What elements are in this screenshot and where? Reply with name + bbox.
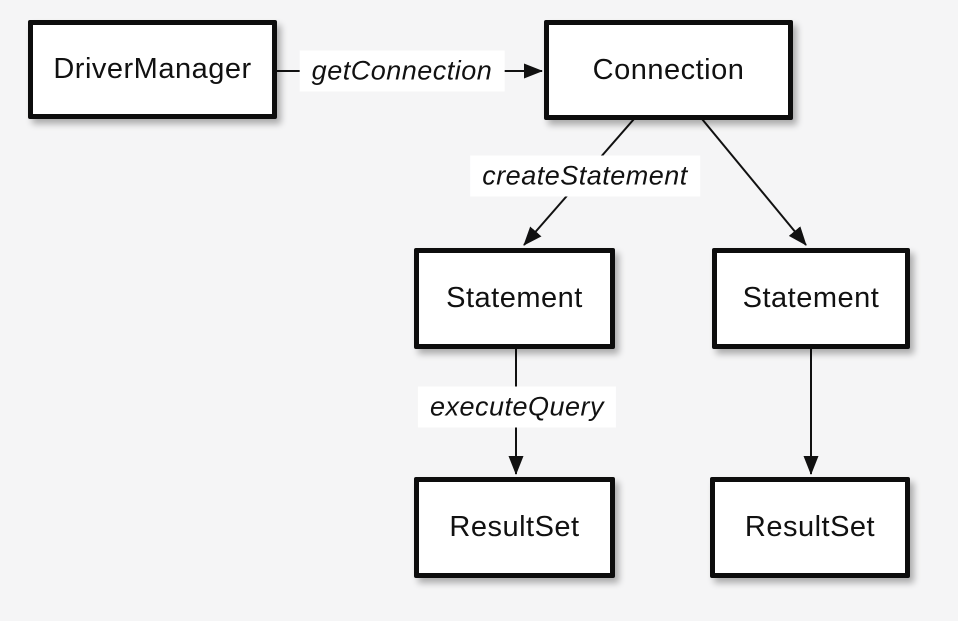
node-resultset-left-label: ResultSet (449, 511, 580, 543)
edge-connection-statement-right-line (701, 118, 807, 246)
node-statement-right-label: Statement (742, 282, 880, 314)
edge-label-getconnection: getConnection (299, 50, 505, 92)
node-connection-label: Connection (592, 53, 745, 86)
node-drivermanager-label: DriverManager (53, 53, 252, 85)
node-drivermanager: DriverManager (28, 20, 277, 119)
edge-label-executequery: executeQuery (417, 386, 617, 428)
node-statement-right: Statement (712, 248, 910, 349)
node-statement-left-label: Statement (446, 282, 583, 314)
node-connection: Connection (544, 20, 793, 120)
node-resultset-right: ResultSet (710, 477, 910, 578)
node-resultset-right-label: ResultSet (744, 511, 876, 543)
node-resultset-left: ResultSet (414, 477, 615, 578)
edge-label-createstatement: createStatement (470, 155, 700, 197)
node-statement-left: Statement (414, 248, 615, 349)
